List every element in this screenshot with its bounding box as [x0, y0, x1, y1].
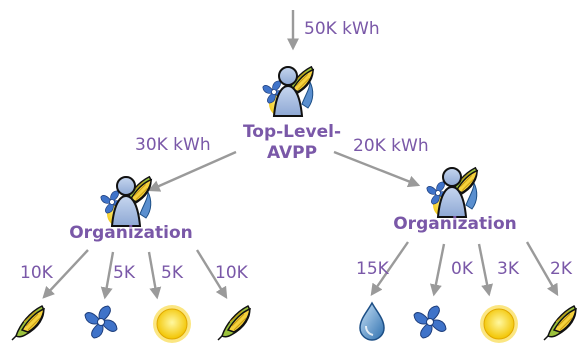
right-org-label: Organization	[393, 214, 517, 234]
wind-fan-icon	[84, 305, 118, 339]
left-child-4-amount: 10K	[215, 263, 249, 283]
left-child-2-amount: 5K	[113, 263, 136, 283]
left-org-label: Organization	[69, 223, 193, 243]
arrow-left-child-2	[100, 251, 115, 300]
wind-fan-icon	[413, 305, 447, 339]
arrow-left-child-3	[147, 251, 162, 300]
corn-icon	[217, 305, 251, 341]
arrow-root-right	[333, 150, 421, 188]
sun-icon	[479, 304, 519, 344]
right-child-4-amount: 2K	[550, 259, 573, 279]
arrow-left-child-1	[42, 249, 89, 299]
arrow-right-child-1	[370, 241, 409, 296]
right-child-2-amount: 0K	[451, 259, 474, 279]
right-child-1-amount: 15K	[356, 259, 390, 279]
left-child-3-amount: 5K	[161, 263, 184, 283]
corn-icon	[11, 305, 45, 341]
water-drop-icon	[359, 302, 385, 341]
sun-icon	[152, 304, 192, 344]
right-edge-label: 20K kWh	[353, 136, 429, 156]
root-label-line1: Top-Level-	[243, 122, 341, 142]
root-cluster-icon	[263, 67, 314, 117]
arrow-right-child-4	[525, 241, 559, 297]
root-label-line2: AVPP	[267, 143, 317, 163]
top-input-label: 50K kWh	[304, 19, 380, 39]
arrow-left-child-4	[195, 249, 228, 300]
arrow-right-child-3	[477, 243, 494, 297]
left-edge-label: 30K kWh	[135, 135, 211, 155]
corn-icon	[543, 305, 577, 341]
arrow-root-left	[147, 150, 237, 192]
right-org-cluster-icon	[427, 168, 478, 218]
right-child-3-amount: 3K	[497, 259, 520, 279]
arrow-right-child-2	[429, 243, 446, 297]
left-org-cluster-icon	[101, 177, 152, 227]
left-child-1-amount: 10K	[20, 263, 54, 283]
